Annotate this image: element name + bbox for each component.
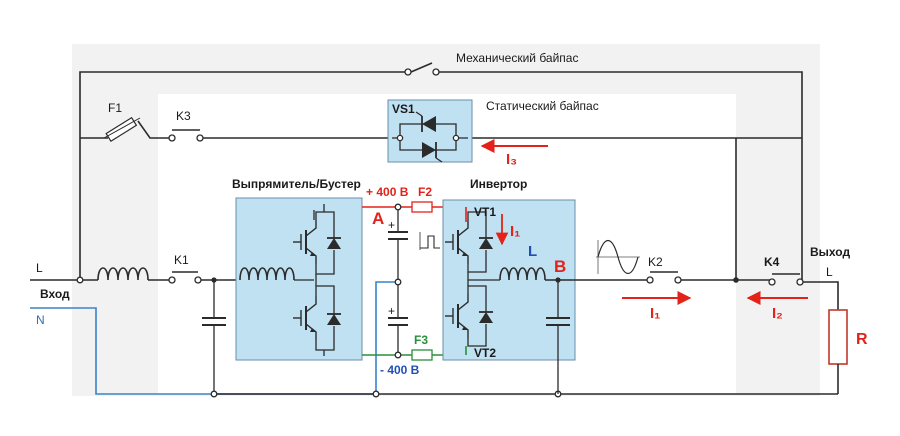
fuse-f3-label: F3 bbox=[414, 333, 428, 347]
input-label: Вход bbox=[40, 287, 70, 301]
dc-midpoint-wire bbox=[375, 281, 398, 394]
dc-capacitor-lower-icon: + bbox=[388, 282, 408, 355]
static-bypass-label: Статический байпас bbox=[486, 99, 599, 113]
mech-bypass-wire-right bbox=[436, 71, 803, 282]
dc-capacitor-upper-icon: + bbox=[388, 207, 408, 282]
fuse-f3-icon bbox=[411, 349, 433, 361]
output-capacitor-icon bbox=[546, 280, 570, 394]
thyristor-icon bbox=[392, 111, 468, 163]
mechanical-bypass-switch-icon[interactable] bbox=[404, 62, 440, 76]
line-out-label: L bbox=[826, 265, 833, 279]
inductor-l-label: L bbox=[528, 243, 537, 260]
static-bypass-module: VS1 bbox=[387, 99, 473, 163]
thyristor-vs1-label: VS1 bbox=[392, 102, 415, 116]
rectifier-coil-icon bbox=[239, 267, 295, 281]
pwm-pulse-icon bbox=[419, 232, 440, 250]
minus-dc-label: - 400 В bbox=[380, 363, 420, 377]
rectifier-label: Выпрямитель/Бустер bbox=[232, 177, 361, 191]
inverter-label: Инвертор bbox=[470, 177, 527, 191]
mech-bypass-wire-left bbox=[79, 71, 408, 280]
fuse-f1-label: F1 bbox=[108, 101, 122, 115]
inverter-coil-icon bbox=[499, 267, 546, 281]
contactor-k2-label: K2 bbox=[648, 255, 663, 269]
rectifier-module bbox=[235, 197, 363, 361]
load-resistor-icon bbox=[828, 309, 848, 394]
plus-dc-label: + 400 В bbox=[366, 185, 409, 199]
vt2-label: VT2 bbox=[474, 346, 496, 360]
fuse-f2-icon bbox=[411, 201, 433, 213]
contactor-k4-label: K4 bbox=[764, 255, 780, 269]
contactor-k2-icon[interactable] bbox=[646, 271, 682, 284]
contactor-k3-label: K3 bbox=[176, 109, 191, 123]
svg-text:+: + bbox=[388, 218, 395, 232]
vt1-label: VT1 bbox=[474, 205, 496, 219]
contactor-k1-icon[interactable] bbox=[168, 271, 202, 284]
output-label: Выход bbox=[810, 245, 850, 259]
load-r-label: R bbox=[856, 331, 868, 348]
svg-text:+: + bbox=[388, 304, 395, 318]
sine-wave-icon bbox=[596, 239, 640, 275]
current-i1-label: I₁ bbox=[650, 305, 660, 322]
neutral-label: N bbox=[36, 313, 45, 327]
input-capacitor-icon bbox=[202, 280, 226, 394]
node-a-label: A bbox=[372, 209, 384, 228]
current-i3-label: I₃ bbox=[506, 151, 517, 168]
input-coil-icon bbox=[97, 267, 149, 281]
fuse-f1-icon bbox=[103, 116, 141, 143]
fuse-f2-label: F2 bbox=[418, 185, 432, 199]
mechanical-bypass-label: Механический байпас bbox=[456, 51, 578, 65]
contactor-k1-label: K1 bbox=[174, 253, 189, 267]
current-i1-vertical-label: I₁ bbox=[510, 223, 520, 240]
line-in-label: L bbox=[36, 261, 43, 275]
inverter-module bbox=[442, 199, 590, 394]
current-i2-label: I₂ bbox=[772, 305, 783, 322]
node-b-label: B bbox=[554, 257, 566, 276]
